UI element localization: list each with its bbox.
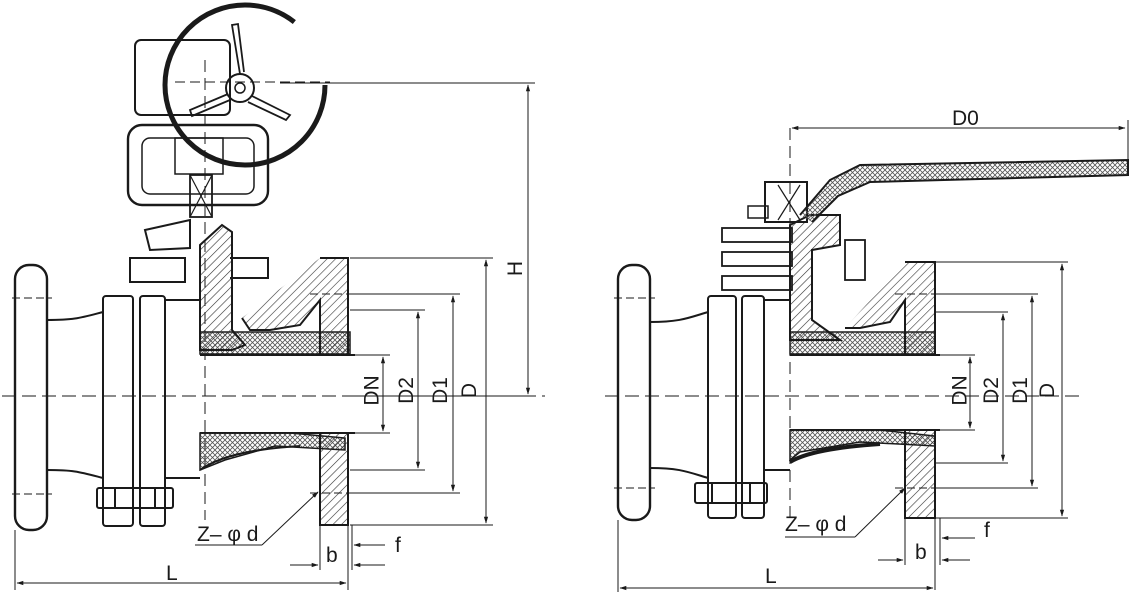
left-body-flange-b [139, 295, 166, 527]
right-lever-handle [799, 158, 1129, 223]
right-label-D1: D1 [1008, 377, 1032, 404]
left-label-DN: DN [360, 375, 384, 406]
left-label-f: f [395, 534, 401, 557]
left-body-flange-a [102, 295, 134, 527]
right-end-flange [616, 263, 652, 522]
right-valve-view [605, 120, 1129, 592]
left-stem-block [189, 174, 213, 218]
right-stem-top [764, 181, 808, 223]
right-liner-bottom [789, 429, 936, 462]
right-leader-Zd [854, 487, 906, 538]
left-bonnet [199, 223, 247, 351]
left-leader-Zd [261, 491, 319, 546]
left-label-D1: D1 [428, 377, 452, 404]
left-end-flange [13, 263, 49, 532]
left-gearbox [126, 123, 270, 207]
right-label-f: f [984, 519, 990, 542]
right-bonnet [789, 214, 844, 341]
left-valve-view [2, 2, 545, 590]
left-label-H: H [504, 260, 528, 277]
left-label-D: D [458, 382, 482, 399]
left-label-b: b [326, 544, 338, 567]
right-label-b: b [915, 541, 927, 564]
left-right-flange-top [241, 257, 349, 356]
left-handwheel [162, 2, 328, 168]
right-right-flange-bottom [904, 429, 936, 519]
left-bolt [96, 487, 174, 509]
left-right-flange-bottom [319, 432, 349, 526]
right-body-flange-a [707, 295, 737, 519]
right-label-D: D [1036, 382, 1060, 399]
right-label-L: L [765, 565, 777, 588]
left-label-L: L [166, 562, 178, 585]
right-label-D2: D2 [979, 377, 1003, 404]
right-label-Z-phi-d: Z– φ d [785, 513, 847, 536]
right-right-flange-top [845, 261, 936, 356]
left-label-D2: D2 [394, 377, 418, 404]
right-label-DN: DN [948, 375, 972, 406]
left-handwheel-housing [134, 39, 231, 116]
left-label-Z-phi-d: Z– φ d [197, 523, 259, 546]
right-label-D0: D0 [952, 107, 979, 130]
right-body-flange-b [741, 295, 765, 519]
right-bolt [694, 482, 768, 504]
